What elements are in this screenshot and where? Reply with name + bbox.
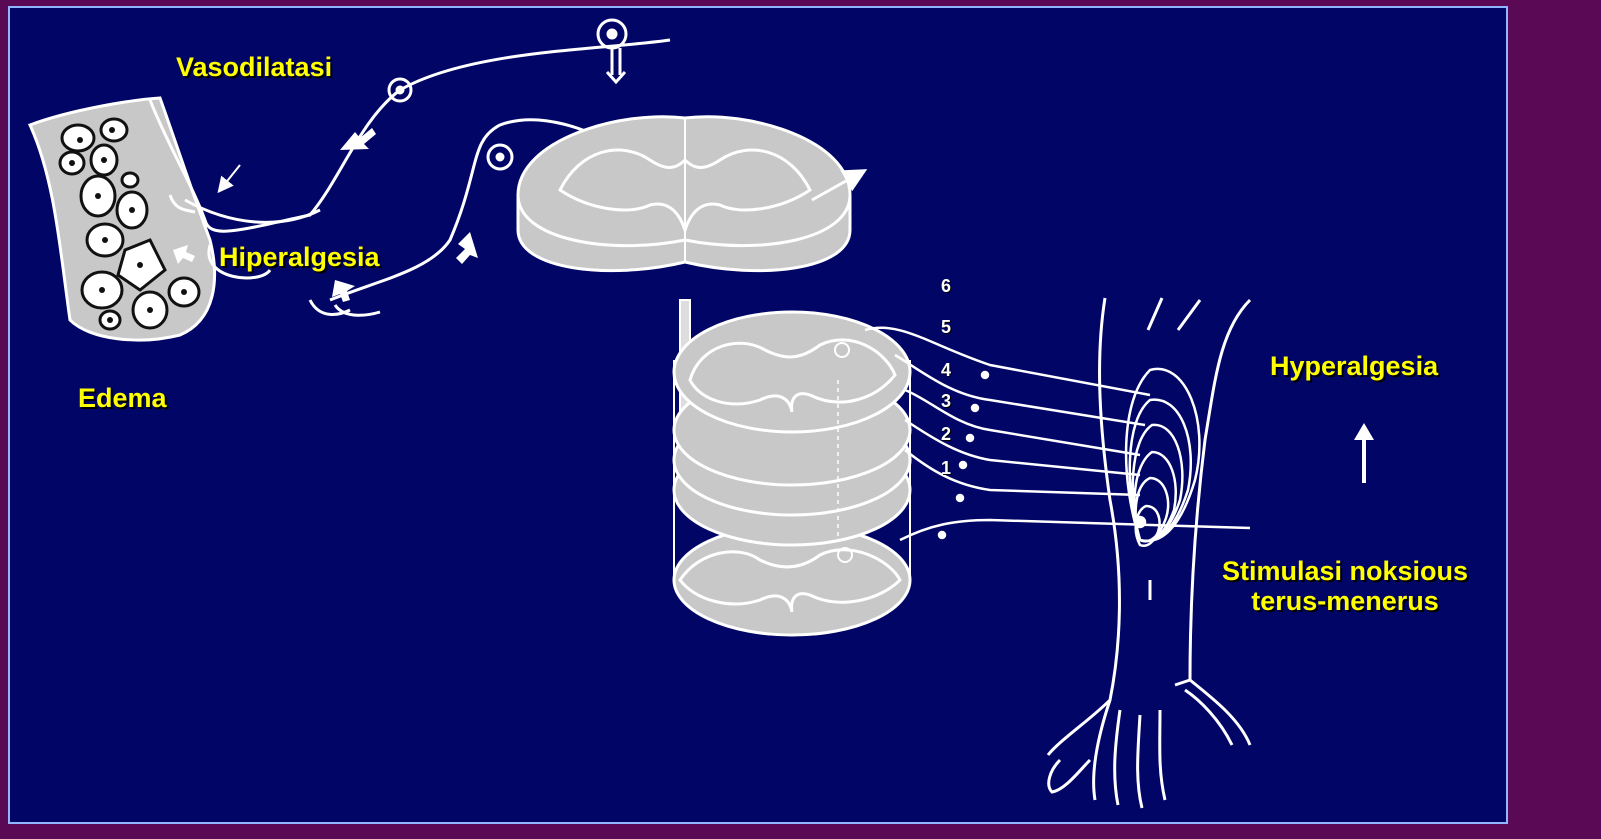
segment-number-3: 3 bbox=[941, 391, 951, 411]
label-hyperalgesia: Hyperalgesia bbox=[1270, 351, 1438, 381]
label-hiperalgesia: Hiperalgesia bbox=[219, 242, 380, 272]
label-edema: Edema bbox=[78, 383, 167, 413]
segment-number-6: 6 bbox=[941, 276, 951, 296]
segment-number-1: 1 bbox=[941, 458, 951, 478]
label-stimulasi-noksious: Stimulasi noksious terus-menerus bbox=[1222, 556, 1468, 616]
segment-number-4: 4 bbox=[941, 360, 951, 380]
slide-panel bbox=[8, 6, 1508, 824]
segment-number-2: 2 bbox=[941, 424, 951, 444]
label-vasodilatasi: Vasodilatasi bbox=[176, 52, 332, 82]
segment-number-5: 5 bbox=[941, 317, 951, 337]
label-stimulasi-line1: Stimulasi noksious bbox=[1222, 556, 1468, 586]
label-stimulasi-line2: terus-menerus bbox=[1222, 586, 1468, 616]
